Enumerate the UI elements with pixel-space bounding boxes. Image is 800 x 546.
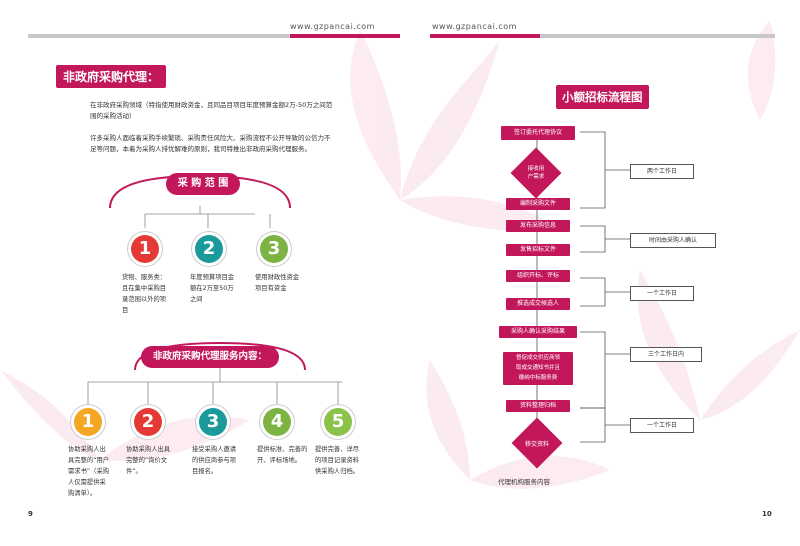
- intro-line: 许多采购人面临着采购手续繁琐、采购责任风险大、采购流程不公开导致的公信力不: [90, 134, 331, 142]
- notify-line: 缴纳中标服务费: [518, 375, 558, 381]
- notify-line: 督促成交供应商领: [515, 355, 560, 361]
- service-desc-4: 提供标准、完善的 开、评标场地。: [257, 444, 307, 466]
- service-desc-line: 的供应商参与项: [192, 457, 237, 464]
- flow-step-archive: 资料整理归档: [506, 400, 570, 412]
- scope-desc-2: 年度预算项目金 额在2万至50万 之间: [190, 272, 234, 305]
- header-bar-accent-left: [290, 34, 400, 38]
- service-desc-line: 协助采购人出: [68, 446, 106, 453]
- section-title-nongov: 非政府采购代理：: [56, 65, 167, 88]
- flow-step-prepare-docs: 编制采购文件: [506, 198, 570, 210]
- intro-line: 足等问题，本着为采购人排忧解难的原则，我司特推出非政府采购代理服务。: [90, 145, 311, 153]
- scope-desc-line: 项目有资金: [255, 285, 287, 292]
- flow-step-open-bids: 组织开标、评标: [506, 270, 570, 282]
- flow-step-receive-needs: 接收用 户需求: [510, 147, 562, 199]
- service-desc-line: 提供标准、完善的: [257, 446, 308, 453]
- header-url-left[interactable]: www.gzpancai.com: [290, 22, 375, 31]
- service-desc-3: 接受采购人邀请 的供应商参与项 目报名。: [192, 444, 236, 477]
- service-desc-line: 购清单）。: [68, 490, 97, 497]
- intro-paragraph-2: 许多采购人面临着采购手续繁琐、采购责任风险大、采购流程不公开导致的公信力不 足等…: [90, 133, 375, 155]
- service-desc-line: 人仅需提供采: [68, 479, 106, 486]
- header-bar-left: [28, 34, 290, 38]
- service-desc-1: 协助采购人出 具完整的“用户 需求书”（采购 人仅需提供采 购清单）。: [68, 444, 109, 499]
- diamond-label: 接收用 户需求: [511, 165, 561, 181]
- note-three-days: 三个工作日内: [630, 347, 702, 362]
- flow-step-select-candidate: 推选成交候选人: [506, 298, 570, 310]
- scope-desc-1: 货物、服务类： 且在集中采购目 录范围以外的项 目: [122, 272, 166, 316]
- intro-line: 在非政府采购领域（特指使用财政资金，且同品目项目年度预算金额2万-50万之间范: [90, 101, 333, 109]
- service-desc-line: 目报名。: [192, 468, 218, 475]
- flowchart-title: 小额招标流程图: [556, 85, 649, 109]
- note-time-confirmed: 时间由采购人确认: [630, 233, 716, 248]
- scope-desc-line: 额在2万至50万: [190, 285, 234, 292]
- service-desc-line: 件”。: [126, 468, 142, 475]
- diamond-line: 接收用: [527, 166, 545, 172]
- service-number-5: 5: [324, 408, 352, 436]
- flow-step-handover: 移交资料: [511, 417, 563, 469]
- scope-desc-line: 且在集中采购目: [122, 285, 167, 292]
- header-url-right[interactable]: www.gzpancai.com: [432, 22, 517, 31]
- scope-desc-line: 使用财政性资金: [255, 274, 300, 281]
- header-bar-right: [540, 34, 775, 38]
- note-two-days: 两个工作日: [630, 164, 694, 179]
- intro-line: 围的采购活动）: [90, 112, 136, 120]
- flow-step-sell-docs: 发售招标文件: [506, 244, 570, 256]
- service-number-3: 3: [199, 408, 227, 436]
- page-number-left: 9: [28, 510, 33, 518]
- flowchart-footer: 代理机构服务内容: [498, 478, 550, 486]
- scope-number-1: 1: [131, 235, 159, 263]
- service-desc-line: 提供完善、详尽: [315, 446, 360, 453]
- flow-step-sign-agreement: 签订委托代理协议: [501, 126, 575, 140]
- scope-number-3: 3: [260, 235, 288, 263]
- scope-desc-line: 货物、服务类：: [122, 274, 167, 281]
- service-desc-line: 协助采购人出具: [126, 446, 171, 453]
- service-number-2: 2: [134, 408, 162, 436]
- header-bar-accent-right: [430, 34, 540, 38]
- scope-desc-3: 使用财政性资金 项目有资金: [255, 272, 299, 294]
- scope-desc-line: 之间: [190, 296, 203, 303]
- flow-step-notify-supplier: 督促成交供应商领 取成交通知书并且 缴纳中标服务费: [503, 352, 573, 385]
- scope-desc-line: 目: [122, 307, 129, 314]
- intro-paragraph-1: 在非政府采购领域（特指使用财政资金，且同品目项目年度预算金额2万-50万之间范 …: [90, 100, 370, 122]
- scope-desc-line: 录范围以外的项: [122, 296, 167, 303]
- service-desc-line: 接受采购人邀请: [192, 446, 237, 453]
- service-number-1: 1: [74, 408, 102, 436]
- services-title-badge: 非政府采购代理服务内容：: [141, 346, 279, 368]
- scope-desc-line: 年度预算项目金: [190, 274, 235, 281]
- service-desc-line: 具完整的“用户: [68, 457, 110, 464]
- notify-line: 取成交通知书并且: [515, 365, 560, 371]
- service-desc-line: 完整的“询价文: [126, 457, 168, 464]
- page-number-right: 10: [762, 510, 772, 518]
- flow-step-confirm-result: 采购人确认采购结果: [499, 326, 577, 338]
- service-desc-line: 供采购人归档。: [315, 468, 360, 475]
- service-number-4: 4: [263, 408, 291, 436]
- service-desc-line: 开、评标场地。: [257, 457, 302, 464]
- service-desc-5: 提供完善、详尽 的项目记录资料 供采购人归档。: [315, 444, 359, 477]
- service-desc-line: 需求书”（采购: [68, 468, 110, 475]
- scope-number-2: 2: [195, 235, 223, 263]
- service-desc-2: 协助采购人出具 完整的“询价文 件”。: [126, 444, 170, 477]
- note-one-day-b: 一个工作日: [630, 418, 694, 433]
- flow-step-publish-info: 发布采购信息: [506, 220, 570, 232]
- diamond-line: 户需求: [527, 174, 545, 180]
- flowchart-connectors: [536, 131, 630, 468]
- note-one-day-a: 一个工作日: [630, 286, 694, 301]
- service-desc-line: 的项目记录资料: [315, 457, 360, 464]
- diamond-label: 移交资料: [524, 441, 549, 448]
- scope-title-badge: 采 购 范 围: [166, 173, 240, 195]
